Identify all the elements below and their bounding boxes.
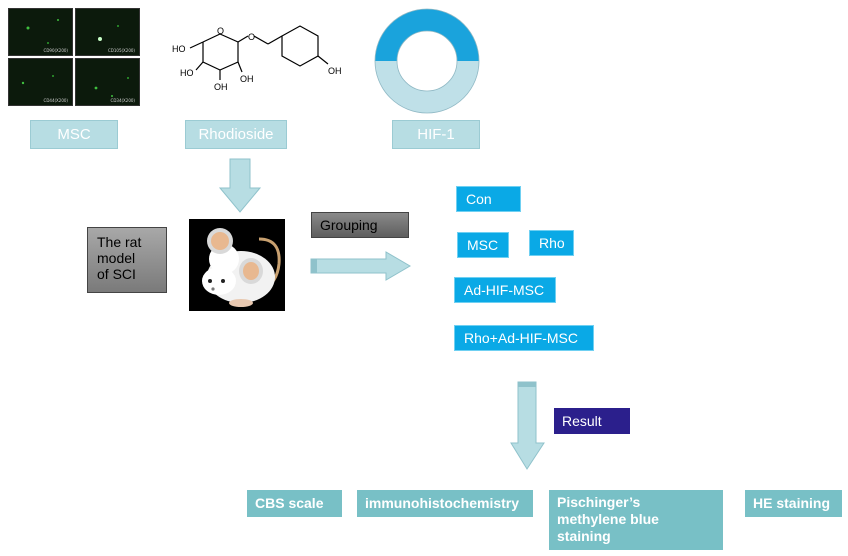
grouping-label: Grouping <box>311 212 409 238</box>
result-he-staining: HE staining <box>745 490 842 517</box>
result-cbs-scale: CBS scale <box>247 490 342 517</box>
atom-oh-3: OH <box>328 66 342 76</box>
pischinger-line3: staining <box>557 528 611 544</box>
pischinger-line2: methylene blue <box>557 511 659 527</box>
micro-speckles <box>21 19 129 97</box>
group-rho: Rho <box>529 230 574 256</box>
ring-icon <box>374 8 480 114</box>
micro-image-cd44: CD44(X200) <box>8 58 73 106</box>
atom-oh-2: OH <box>214 82 228 92</box>
mouse-icon <box>189 219 285 311</box>
micro-image-cd90: CD90(X200) <box>8 8 73 56</box>
micro-caption: CD34(X200) <box>110 98 135 103</box>
down-arrow-icon <box>218 158 262 213</box>
msc-label: MSC <box>30 120 118 149</box>
pischinger-line1: Pischinger’s <box>557 494 641 510</box>
micro-caption: CD105(X200) <box>107 48 135 53</box>
atom-ho-2: HO <box>180 68 194 78</box>
atom-ho-1: HO <box>172 44 186 54</box>
atom-o-ring: O <box>217 26 224 36</box>
micro-image-cd105: CD105(X200) <box>75 8 140 56</box>
group-ad-hif-msc: Ad-HIF-MSC <box>454 277 556 303</box>
down-arrow-icon <box>510 381 545 470</box>
rat-model-line1: The rat <box>97 234 142 250</box>
group-con: Con <box>456 186 521 212</box>
rat-model-box: The rat model of SCI <box>87 227 167 293</box>
result-label: Result <box>554 408 630 434</box>
group-msc: MSC <box>457 232 509 258</box>
result-pischinger: Pischinger’s methylene blue staining <box>549 490 723 550</box>
rhodioside-label: Rhodioside <box>185 120 287 149</box>
rhodioside-structure: HO O O HO OH OH OH <box>172 25 342 92</box>
atom-oh-1: OH <box>240 74 254 84</box>
right-arrow-icon <box>310 251 411 281</box>
group-rho-ad-hif-msc: Rho+Ad-HIF-MSC <box>454 325 594 351</box>
result-immunohistochemistry: immunohistochemistry <box>357 490 533 517</box>
rat-model-line2: model <box>97 250 136 266</box>
hif-label: HIF-1 <box>392 120 480 149</box>
rat-model-line3: of SCI <box>97 266 136 282</box>
micro-caption: CD44(X200) <box>43 98 68 103</box>
atom-o-link: O <box>248 32 255 42</box>
micro-image-cd34: CD34(X200) <box>75 58 140 106</box>
micro-caption: CD90(X200) <box>43 48 68 53</box>
